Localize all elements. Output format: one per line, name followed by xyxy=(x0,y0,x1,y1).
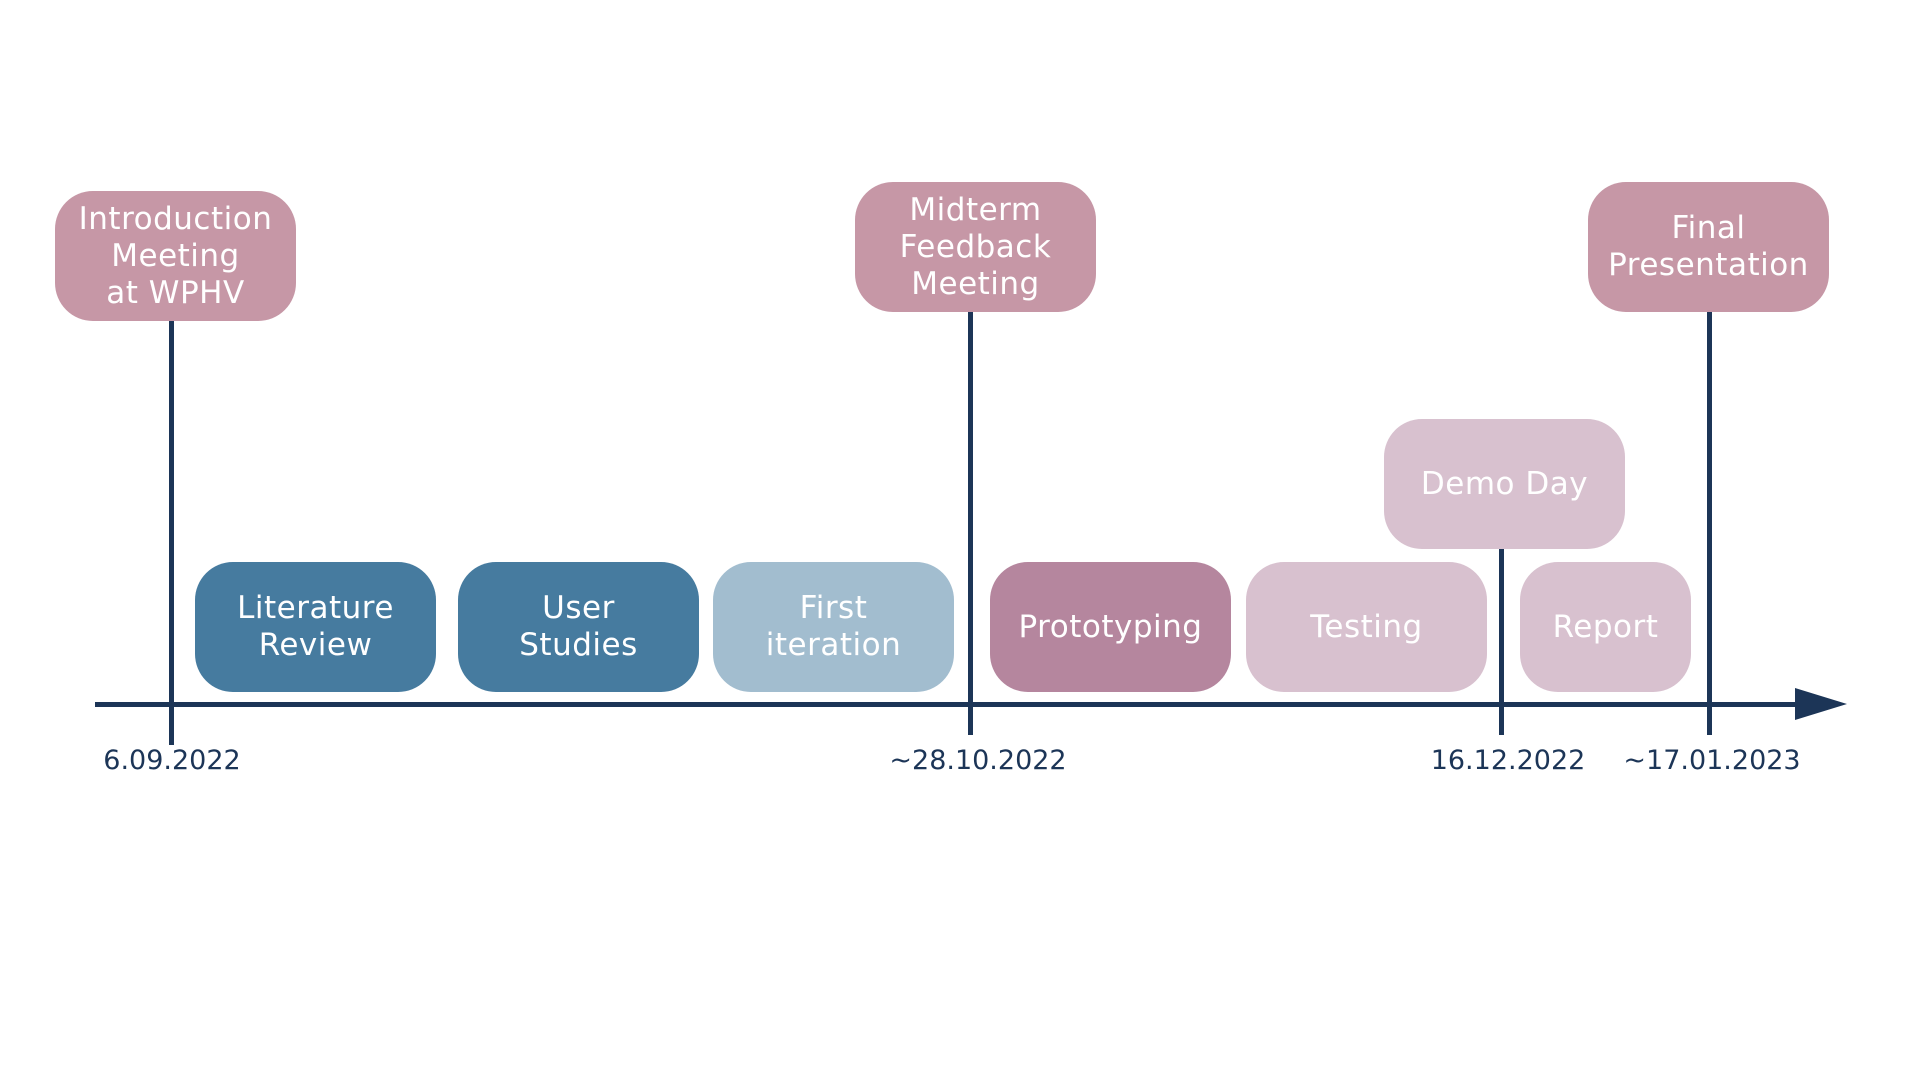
milestone-demo-day: Demo Day xyxy=(1384,419,1625,549)
date-label-start: 6.09.2022 xyxy=(103,745,241,776)
phase-first-iteration: First iteration xyxy=(713,562,954,692)
phase-testing: Testing xyxy=(1246,562,1487,692)
date-label-demo: 16.12.2022 xyxy=(1430,745,1586,776)
milestone-introduction-meeting: Introduction Meeting at WPHV xyxy=(55,191,296,321)
milestone-midterm-feedback-meeting: Midterm Feedback Meeting xyxy=(855,182,1096,312)
phase-report: Report xyxy=(1520,562,1691,692)
milestone-line-introduction xyxy=(169,320,174,745)
date-label-midterm: ~28.10.2022 xyxy=(889,745,1067,776)
timeline-arrow-icon xyxy=(1795,688,1847,720)
phase-prototyping: Prototyping xyxy=(990,562,1231,692)
milestone-line-demo xyxy=(1499,548,1504,735)
milestone-final-presentation: Final Presentation xyxy=(1588,182,1829,312)
phase-user-studies: User Studies xyxy=(458,562,699,692)
timeline-axis xyxy=(95,702,1795,707)
milestone-line-final xyxy=(1707,310,1712,735)
phase-literature-review: Literature Review xyxy=(195,562,436,692)
milestone-line-midterm xyxy=(968,310,973,735)
date-label-final: ~17.01.2023 xyxy=(1623,745,1801,776)
